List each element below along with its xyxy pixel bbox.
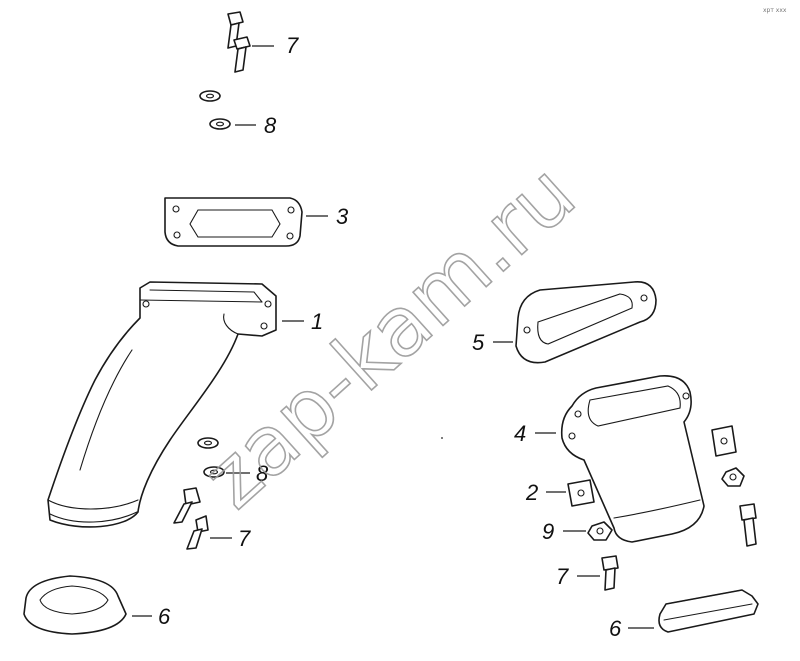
callout-1: 1 [311, 309, 323, 334]
bracket-2-right [711, 425, 737, 457]
callout-3: 3 [336, 204, 349, 229]
nut-9-left [587, 521, 613, 541]
cap-6-right [658, 589, 759, 633]
nut-9-right [721, 467, 745, 487]
callout-8-mid: 8 [256, 461, 269, 486]
bolt-mid-1 [173, 487, 201, 524]
callout-6-right: 6 [609, 616, 622, 641]
cap-6-left [23, 575, 127, 635]
washer-mid-2 [203, 466, 225, 478]
washer-top-2 [209, 118, 231, 130]
bolt-top-2 [233, 36, 251, 73]
callout-7-bottom: 7 [556, 564, 569, 589]
corner-mark: хрт ххх [763, 7, 787, 14]
bracket-2-left [567, 479, 595, 507]
bolt-mid-2 [186, 515, 209, 550]
bolt-bottom-right [601, 555, 619, 591]
callout-8-top: 8 [264, 113, 277, 138]
gasket-5 [515, 281, 657, 364]
callout-4: 4 [514, 421, 526, 446]
callout-5: 5 [472, 330, 485, 355]
adapter-pipe-4 [560, 375, 705, 543]
callout-2: 2 [525, 480, 538, 505]
washer-mid-1 [197, 437, 219, 449]
washer-top-1 [199, 90, 221, 102]
exhaust-pipe-1 [47, 281, 277, 528]
callout-7-top: 7 [286, 33, 299, 58]
callout-6-left: 6 [158, 604, 171, 629]
stray-dot [441, 437, 443, 439]
gasket-3 [164, 197, 303, 247]
callout-7-mid: 7 [238, 526, 251, 551]
callout-9: 9 [542, 519, 554, 544]
bolt-right [739, 503, 757, 547]
